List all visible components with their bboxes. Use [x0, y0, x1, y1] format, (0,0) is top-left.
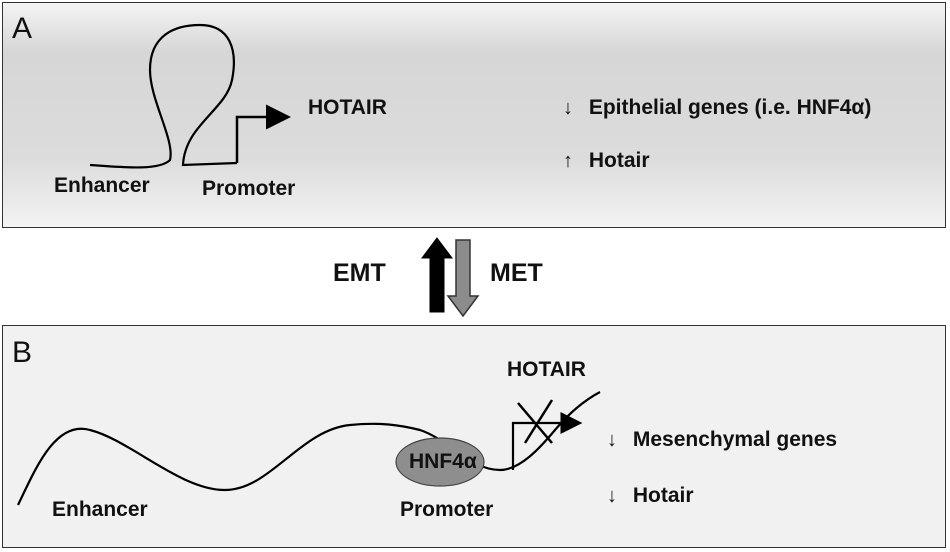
panel-b-gene-label: HOTAIR — [507, 358, 586, 381]
panel-a-letter: A — [12, 12, 33, 45]
panel-a-promoter-label: Promoter — [202, 177, 296, 200]
down-arrow-icon: ↓ — [563, 97, 573, 119]
panel-b-letter: B — [12, 336, 33, 369]
dna-linear-strand — [17, 391, 601, 506]
met-label: MET — [490, 259, 543, 287]
panel-b — [2, 325, 946, 548]
hnf4a-factor — [395, 437, 485, 487]
block-mark-1 — [517, 402, 553, 444]
transcription-arrow-b — [511, 412, 583, 470]
hnf4a-label: HNF4α — [409, 450, 477, 473]
down-arrow-icon: ↓ — [607, 485, 617, 507]
panel-b-effect-1: ↓ Mesenchymal genes — [607, 428, 837, 452]
down-arrow-icon: ↓ — [607, 429, 617, 451]
dna-loop-strand — [89, 23, 238, 169]
panel-b-promoter-label: Promoter — [400, 498, 494, 521]
block-mark-2 — [523, 399, 554, 444]
panel-a-effect-1: ↓ Epithelial genes (i.e. HNF4α) — [563, 96, 871, 120]
met-down-arrow — [446, 239, 480, 318]
panel-a-enhancer-label: Enhancer — [54, 174, 150, 197]
emt-label: EMT — [333, 259, 386, 287]
panel-a-effect-2: ↑ Hotair — [563, 149, 650, 173]
panel-b-enhancer-label: Enhancer — [52, 498, 148, 521]
panel-b-effect-1-text: Mesenchymal genes — [632, 428, 838, 451]
up-arrow-icon: ↑ — [563, 150, 573, 172]
panel-b-effect-2-text: Hotair — [632, 484, 694, 507]
emt-up-arrow — [421, 237, 453, 313]
panel-a-effect-2-text: Hotair — [588, 149, 650, 172]
panel-a-effect-1-text: Epithelial genes (i.e. HNF4α) — [588, 96, 872, 119]
panel-a-gene-label: HOTAIR — [308, 96, 387, 119]
panel-b-effect-2: ↓ Hotair — [607, 484, 694, 508]
transcription-arrow-a — [235, 104, 291, 163]
